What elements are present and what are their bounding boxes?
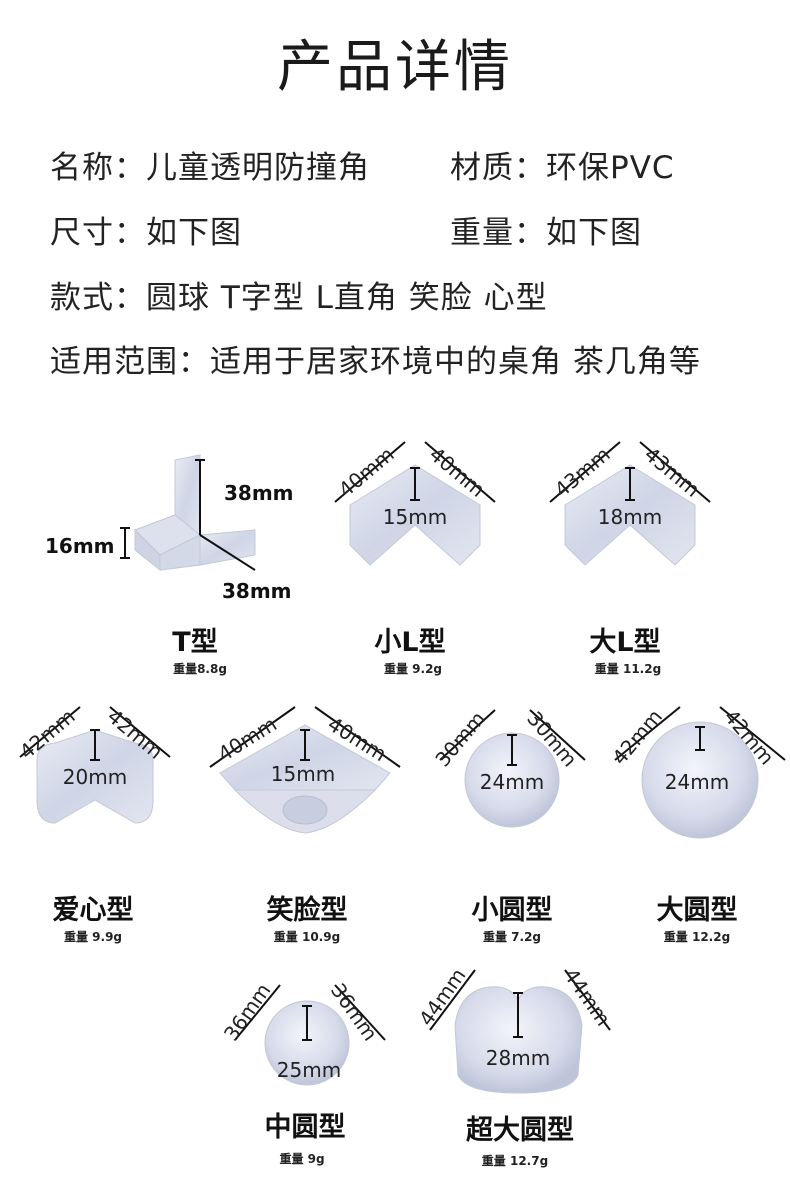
small-round-name: 小圆型 [471, 895, 553, 926]
spec-name: 名称：儿童透明防撞角 [50, 150, 370, 186]
small-l-height-dim: 15mm [382, 505, 448, 529]
small-round-weight: 重量 7.2g [482, 930, 542, 944]
large-round-weight: 重量 12.2g [663, 930, 731, 944]
small-l-weight: 重量 9.2g [383, 662, 443, 676]
large-l-corner-guard-image [549, 441, 711, 566]
xl-round-weight: 重量 12.7g [481, 1154, 549, 1168]
large-l-height-dim: 18mm [597, 505, 663, 529]
mid-round-corner-guard-image [234, 984, 386, 1086]
mid-round-height-dim: 25mm [276, 1058, 342, 1082]
heart-height-dim: 20mm [62, 765, 128, 789]
large-round-name: 大圆型 [656, 895, 738, 926]
t-thickness-label: 16mm [45, 534, 115, 558]
t-weight: 重量8.8g [173, 662, 227, 676]
smile-name: 笑脸型 [266, 895, 348, 926]
spec-size: 尺寸：如下图 [50, 215, 242, 251]
xl-round-height-dim: 28mm [485, 1046, 551, 1070]
small-l-name: 小L型 [374, 627, 446, 658]
t-height-label: 38mm [224, 481, 294, 505]
xl-round-name: 超大圆型 [466, 1115, 574, 1146]
large-round-corner-guard-image [614, 706, 786, 839]
xl-round-corner-guard-image [429, 969, 611, 1094]
page-title: 产品详情 [277, 35, 513, 100]
smile-corner-guard-image [209, 706, 401, 834]
smile-weight: 重量 10.9g [273, 930, 341, 944]
spec-material: 材质：环保PVC [450, 150, 675, 186]
t-corner-guard-image [120, 454, 256, 572]
large-l-weight: 重量 11.2g [594, 662, 662, 676]
small-round-corner-guard-image [439, 709, 586, 828]
spec-usage: 适用范围：适用于居家环境中的桌角 茶几角等 [50, 344, 701, 380]
spec-weight: 重量：如下图 [450, 215, 642, 251]
small-l-corner-guard-image [334, 441, 496, 566]
t-name: T型 [172, 627, 218, 658]
heart-corner-guard-image [19, 706, 171, 824]
spec-styles: 款式：圆球 T字型 L直角 笑脸 心型 [50, 280, 548, 316]
mid-round-name: 中圆型 [264, 1112, 346, 1143]
heart-name: 爱心型 [52, 895, 134, 926]
t-length-label: 38mm [222, 579, 292, 603]
large-l-name: 大L型 [589, 627, 661, 658]
heart-weight: 重量 9.9g [63, 930, 123, 944]
large-round-height-dim: 24mm [664, 770, 730, 794]
smile-height-dim: 15mm [270, 762, 336, 786]
small-round-height-dim: 24mm [479, 770, 545, 794]
mid-round-weight: 重量 9g [279, 1152, 325, 1166]
